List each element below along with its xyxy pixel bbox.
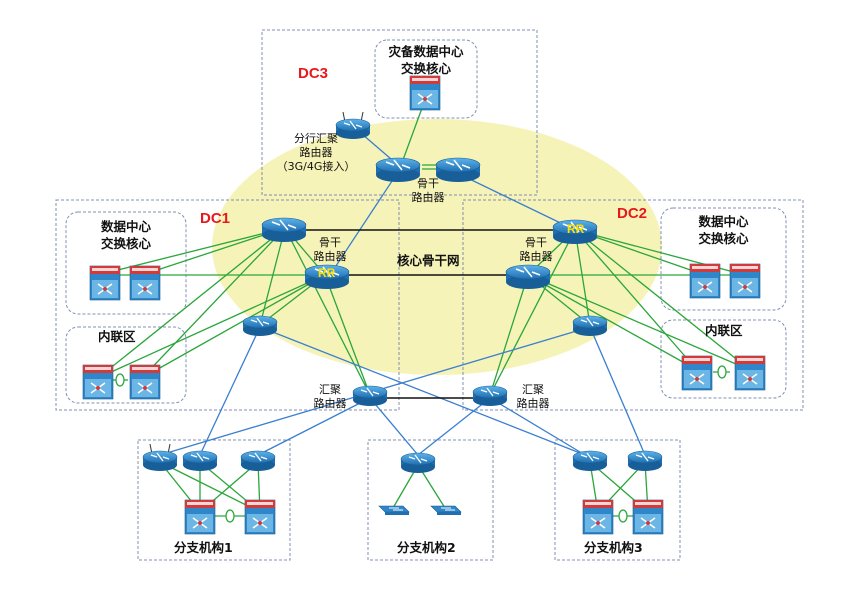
branch1-wireless-router bbox=[143, 444, 177, 471]
dc2-inner-region bbox=[660, 319, 787, 399]
branch2-router bbox=[400, 452, 436, 474]
dc3-label: DC3 bbox=[298, 65, 329, 82]
dc3-backbone-label: 骨干 路由器 bbox=[411, 177, 445, 204]
dc1-agg-label: 汇聚 路由器 bbox=[313, 383, 347, 410]
branch1-switch-a bbox=[184, 499, 216, 535]
dc2-core-switch-b bbox=[729, 263, 761, 299]
dc1-core-switch-a bbox=[89, 265, 121, 301]
branch1-switch-b bbox=[244, 499, 276, 535]
dc3-region bbox=[261, 29, 538, 196]
dc1-inner-switch-b bbox=[129, 364, 161, 400]
dc2-inner-switch-b bbox=[734, 355, 766, 391]
dc1-label: DC1 bbox=[200, 210, 231, 227]
dc2-core-switch-a bbox=[689, 263, 721, 299]
dc1-inner-switch-a bbox=[82, 364, 114, 400]
links-blue bbox=[159, 127, 646, 456]
branch1-region bbox=[137, 439, 291, 561]
dc1-rr-label: RR bbox=[318, 266, 336, 280]
dc1-agg-router bbox=[352, 385, 388, 407]
region-boxes bbox=[55, 29, 804, 561]
dc1-access-router bbox=[242, 315, 278, 337]
branch3-switch-a bbox=[582, 499, 614, 535]
dc2-rr-label: RR bbox=[567, 222, 585, 236]
branch2-switch-a bbox=[378, 505, 410, 516]
links-green bbox=[97, 99, 751, 517]
core-backbone-label: 核心骨干网 bbox=[397, 253, 460, 268]
dc2-core-label: 数据中心 交换核心 bbox=[698, 214, 749, 246]
link-rings bbox=[115, 365, 727, 523]
dc2-agg-label: 汇聚 路由器 bbox=[516, 383, 550, 410]
backbone-cloud bbox=[212, 119, 662, 375]
dc1-region bbox=[55, 199, 400, 411]
branch3-label: 分支机构3 bbox=[584, 540, 643, 555]
dc3-core-switch bbox=[409, 75, 441, 111]
branch3-router-1 bbox=[572, 450, 608, 472]
dc3-branch-agg-label: 分行汇聚 路由器 （3G/4G接入） bbox=[276, 132, 356, 173]
dc2-access-router bbox=[572, 315, 608, 337]
branch1-label: 分支机构1 bbox=[174, 540, 233, 555]
branch2-region bbox=[367, 439, 494, 561]
dc2-agg-router bbox=[472, 385, 508, 407]
dc1-core-region bbox=[65, 211, 187, 315]
dc1-backbone-router-1 bbox=[261, 217, 307, 243]
dc2-inner-label: 内联区 bbox=[705, 323, 743, 338]
dc1-inner-label: 内联区 bbox=[98, 329, 136, 344]
branch3-router-2 bbox=[627, 450, 663, 472]
dc1-core-label: 数据中心 交换核心 bbox=[100, 219, 151, 251]
dc1-inner-region bbox=[65, 326, 187, 404]
dc2-backbone-label: 骨干 路由器 bbox=[519, 236, 553, 263]
dc2-region bbox=[462, 199, 804, 411]
links-black bbox=[300, 229, 558, 399]
dc2-core-region bbox=[660, 207, 787, 311]
dc2-inner-switch-a bbox=[681, 355, 713, 391]
branch2-label: 分支机构2 bbox=[397, 540, 456, 555]
branch1-router-3 bbox=[240, 450, 276, 472]
dc1-core-switch-b bbox=[129, 265, 161, 301]
dc2-backbone-router-2 bbox=[505, 264, 551, 290]
dc2-label: DC2 bbox=[617, 205, 648, 222]
branch3-region bbox=[554, 439, 681, 561]
branch1-router-2 bbox=[182, 450, 218, 472]
dc3-core-label: 灾备数据中心 交换核心 bbox=[388, 44, 464, 76]
branch2-switch-b bbox=[430, 505, 462, 516]
dc1-backbone-label: 骨干 路由器 bbox=[313, 236, 347, 263]
branch3-switch-b bbox=[632, 499, 664, 535]
